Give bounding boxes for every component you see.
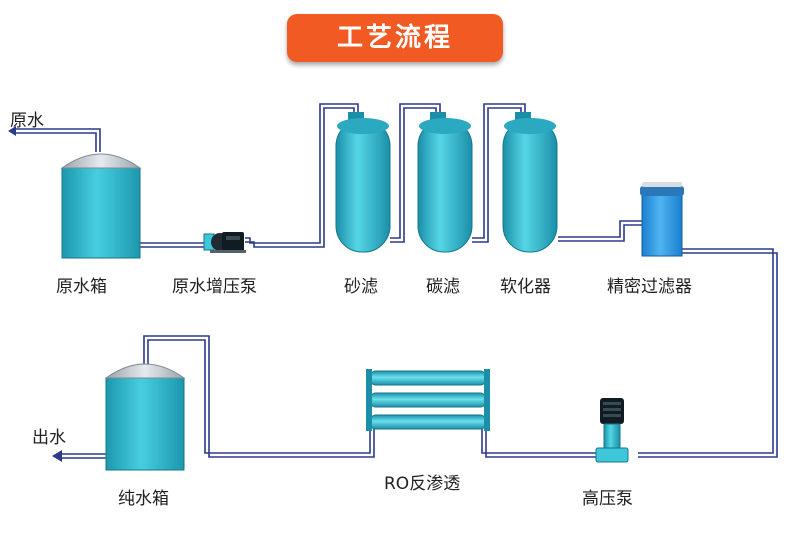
- page-title: 工艺流程: [287, 14, 503, 62]
- pipe-precision-to-hp-pump: [638, 248, 774, 454]
- pure-water-tank: [104, 363, 186, 471]
- pipe-softener-to-precision: [558, 220, 642, 238]
- label-raw-water-tank: 原水箱: [56, 277, 107, 297]
- label-raw-water-in: 原水: [10, 111, 44, 131]
- softener-vessel: [502, 112, 558, 253]
- raw-water-tank: [60, 153, 142, 259]
- pipe-raw-water-inlet: [14, 128, 101, 152]
- ro-membrane-rack: [366, 369, 490, 431]
- pipe-hp-pump-to-ro: [481, 427, 600, 454]
- label-precision-filter: 精密过滤器: [607, 277, 692, 297]
- pipes: [14, 103, 778, 459]
- pipe-sand-to-carbon: [390, 103, 441, 239]
- label-pure-water-tank: 纯水箱: [118, 489, 169, 509]
- label-high-pressure-pump: 高压泵: [582, 489, 633, 509]
- outlet-arrow-icon: [52, 450, 62, 462]
- pipe-ro-to-pure-tank: [147, 339, 371, 454]
- high-pressure-pump-icon: [595, 398, 629, 463]
- precision-filter-vessel: [640, 182, 684, 257]
- label-carbon-filter: 碳滤: [426, 277, 460, 297]
- label-sand-filter: 砂滤: [344, 277, 378, 297]
- label-softener: 软化器: [500, 277, 551, 297]
- inlet-arrow-icon: [8, 126, 16, 136]
- pipe-pump-to-sand: [245, 103, 359, 244]
- carbon-filter-vessel: [417, 112, 473, 253]
- label-raw-water-pump: 原水增压泵: [172, 277, 257, 297]
- label-ro: RO反渗透: [384, 474, 461, 494]
- pipe-carbon-to-softener: [472, 103, 526, 239]
- raw-water-pump-icon: [203, 232, 246, 253]
- label-pure-water-out: 出水: [32, 428, 66, 448]
- sand-filter-vessel: [335, 112, 391, 253]
